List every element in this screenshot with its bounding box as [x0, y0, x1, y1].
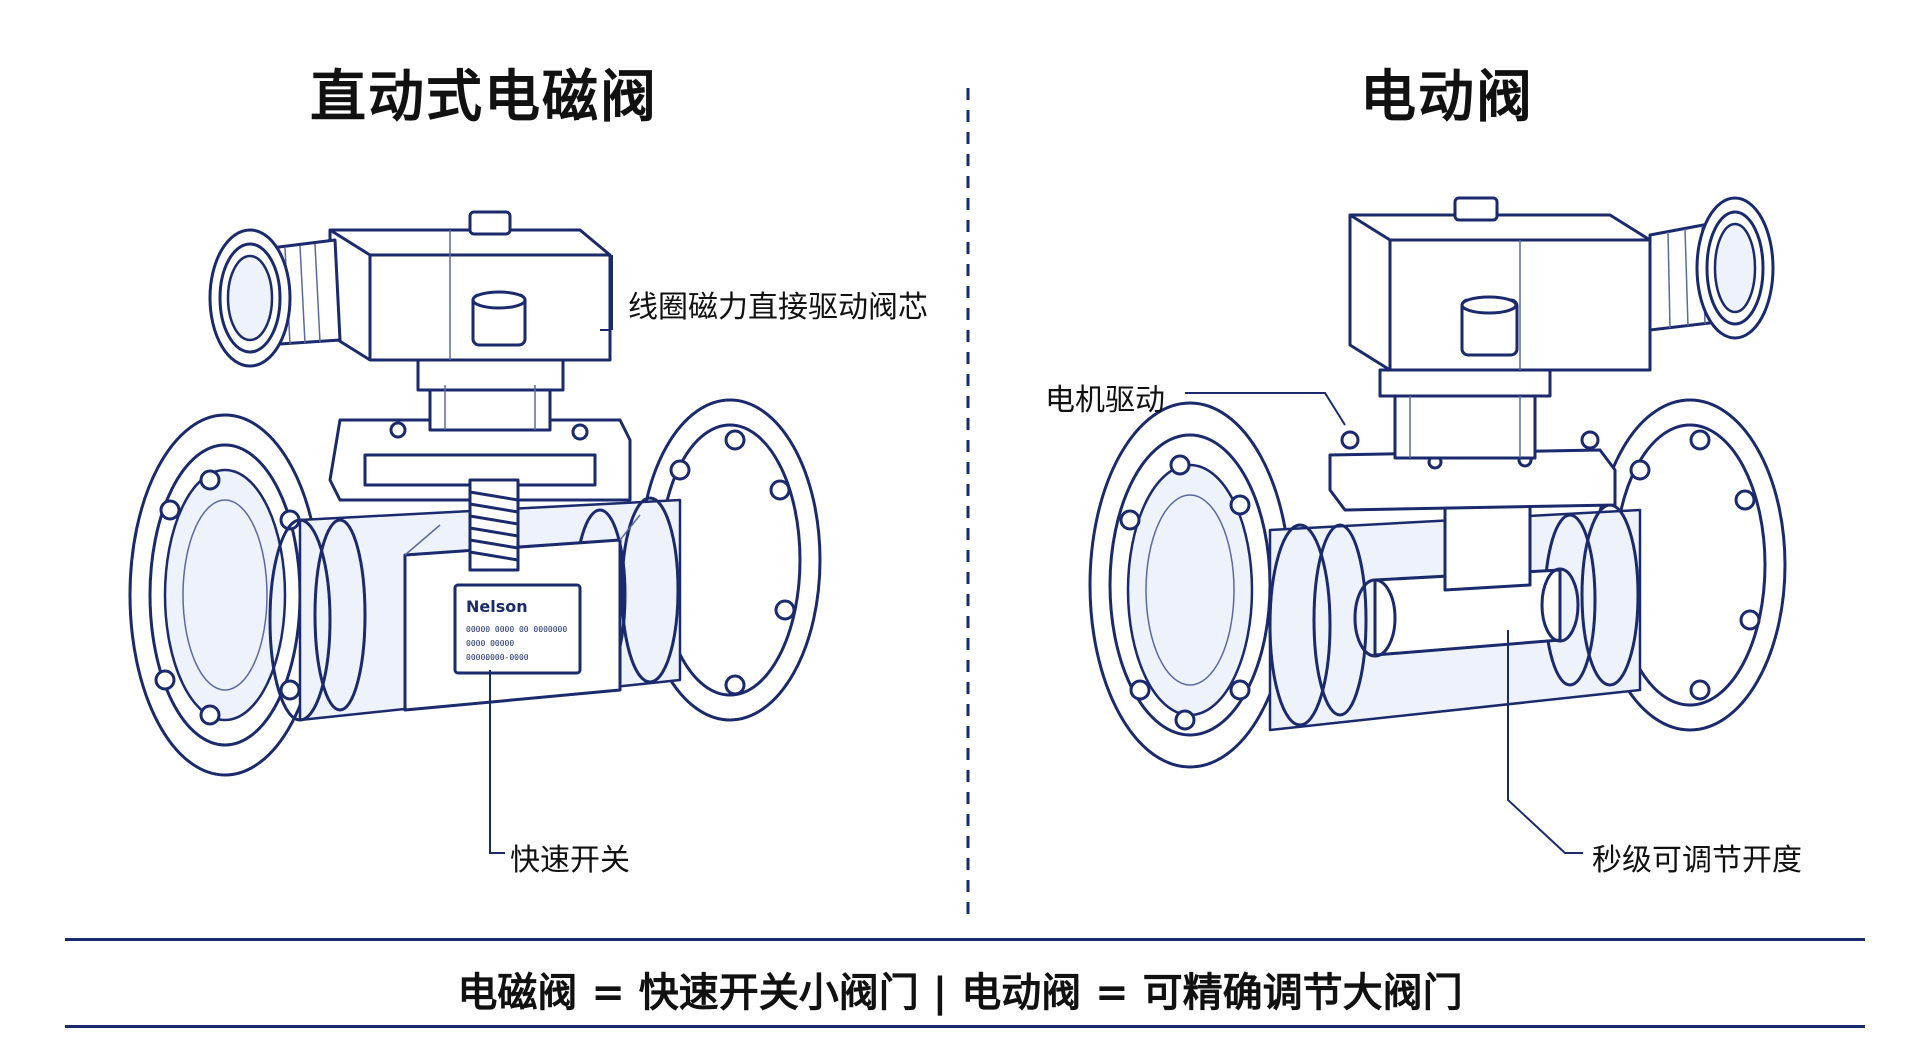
nameplate-line-1: 00000 0000 00 0000000	[466, 625, 567, 634]
solenoid-valve-drawing: Nelson 00000 0000 00 0000000 0000 00000 …	[128, 210, 822, 777]
spring	[468, 478, 520, 572]
callout-fast-switch: 快速开关	[510, 843, 630, 878]
nameplate-brand: Nelson	[466, 597, 528, 616]
leader-speed	[489, 670, 505, 854]
motorized-valve-drawing	[1088, 196, 1787, 769]
motorized-valve-title: 电动阀	[1360, 65, 1534, 130]
summary-caption: 电磁阀 = 快速开关小阀门 | 电动阀 = 可精确调节大阀门	[457, 970, 1463, 1016]
summary-rule-bottom	[65, 1025, 1865, 1028]
summary-rule-top	[65, 938, 1865, 941]
leader-motor	[1185, 392, 1346, 426]
solenoid-valve-title: 直动式电磁阀	[310, 65, 658, 130]
callout-motor-drive: 电机驱动	[1045, 383, 1165, 418]
callout-coil-drive: 线圈磁力直接驱动阀芯	[628, 290, 928, 325]
nameplate-line-3: 00000000-0000	[466, 653, 529, 662]
nameplate-line-2: 0000 00000	[466, 639, 514, 648]
leader-adjust	[1507, 630, 1583, 854]
callout-adjustable-opening: 秒级可调节开度	[1592, 843, 1802, 878]
